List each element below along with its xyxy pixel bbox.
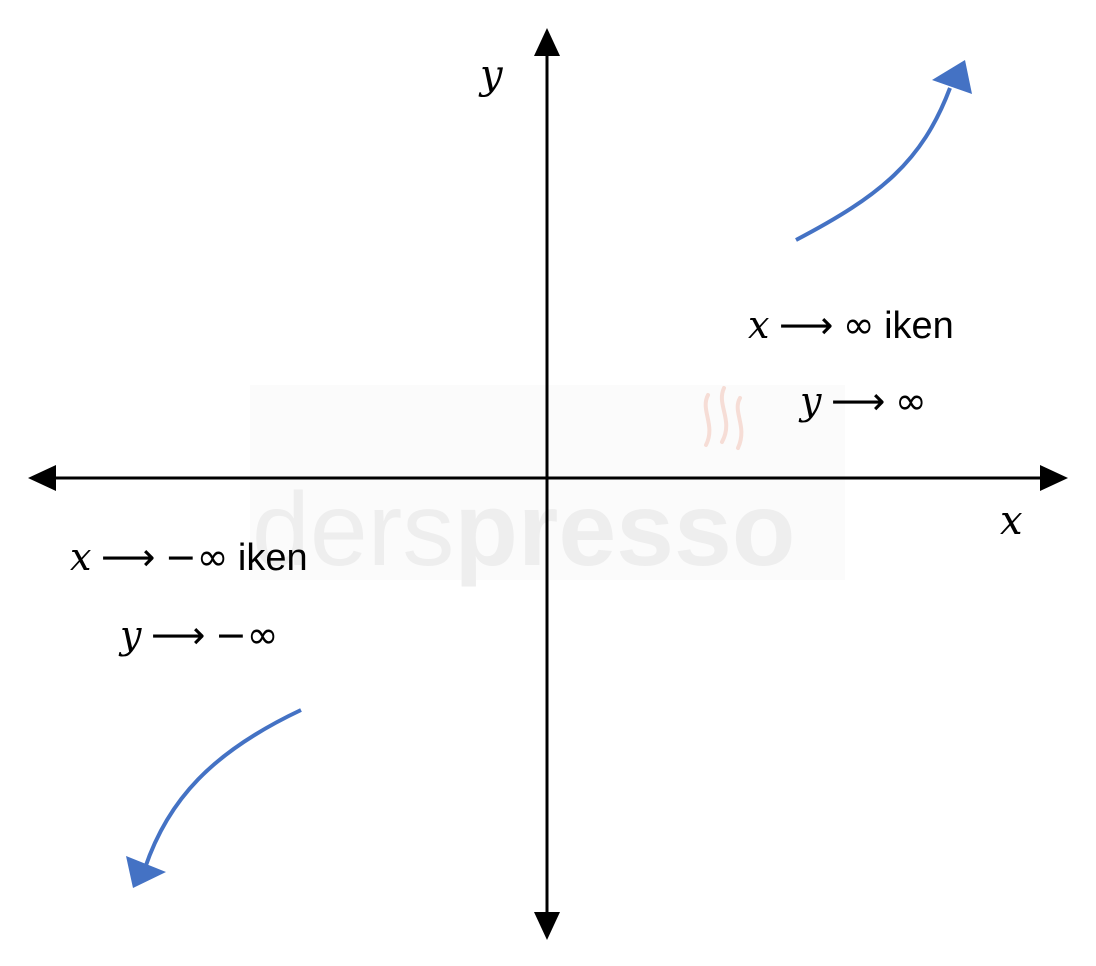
left-line-1-word: iken — [238, 537, 308, 579]
watermark-text: derspresso — [252, 472, 795, 588]
x-axis-right-arrowhead — [1040, 465, 1068, 491]
watermark-text-bold: presso — [454, 472, 795, 588]
steam-icon — [703, 386, 744, 450]
left-line-2-limit: −∞ — [215, 613, 279, 657]
right-line-2-variable: y — [798, 379, 822, 423]
left-annotation-line-1: x ⟶ −∞ iken — [70, 535, 308, 579]
trend-arrow-down-left-head — [126, 856, 166, 888]
right-annotation: x ⟶ ∞ iken y ⟶ ∞ — [748, 303, 954, 423]
coordinate-axes: y x — [28, 28, 1068, 940]
y-axis-label: y — [478, 52, 504, 98]
right-line-2-arrow: ⟶ — [831, 379, 885, 423]
left-line-1-arrow: ⟶ — [101, 535, 155, 579]
trend-arrow-down-left — [126, 708, 302, 888]
right-annotation-line-1: x ⟶ ∞ iken — [748, 303, 954, 347]
left-line-1-limit: −∞ — [165, 535, 229, 579]
x-axis-label: x — [1000, 498, 1023, 544]
right-line-1-word: iken — [884, 305, 954, 347]
right-line-1-arrow: ⟶ — [779, 303, 833, 347]
left-annotation: x ⟶ −∞ iken y ⟶ −∞ — [70, 535, 308, 657]
left-line-2-variable: y — [118, 613, 142, 657]
steam-line — [719, 386, 729, 444]
trend-arrow-up-right — [795, 60, 972, 242]
left-line-2-arrow: ⟶ — [151, 613, 205, 657]
right-line-1-limit: ∞ — [843, 303, 875, 347]
right-annotation-line-2: y ⟶ ∞ — [798, 379, 927, 423]
watermark-text-light: ders — [252, 472, 454, 588]
x-axis-left-arrowhead — [28, 465, 56, 491]
left-annotation-line-2: y ⟶ −∞ — [118, 613, 278, 657]
trend-arrow-up-right-shaft — [795, 87, 952, 242]
y-axis-bottom-arrowhead — [534, 912, 560, 940]
steam-line — [703, 393, 712, 447]
trend-arrow-up-right-head — [932, 60, 972, 94]
trend-arrow-down-left-shaft — [143, 708, 302, 869]
y-axis-top-arrowhead — [534, 28, 560, 56]
right-line-2-limit: ∞ — [895, 379, 927, 423]
right-line-1-variable: x — [748, 303, 769, 347]
steam-line — [735, 396, 744, 450]
left-line-1-variable: x — [70, 535, 91, 579]
